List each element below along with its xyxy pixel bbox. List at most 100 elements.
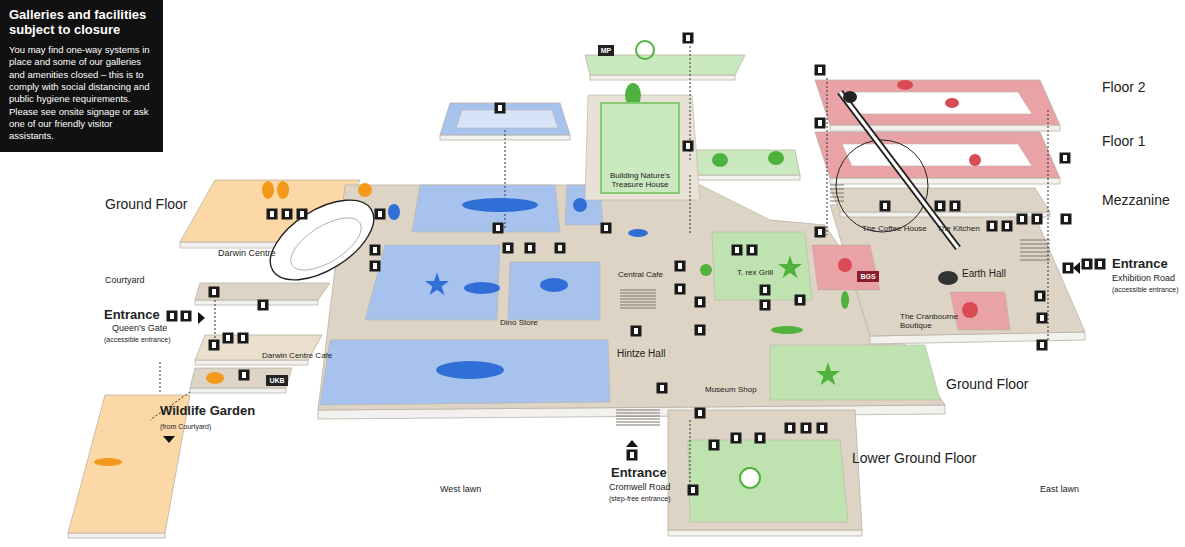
- node-heading: Galleries and facilities subject to clos…: [9, 8, 154, 38]
- node-heading: MP: [601, 47, 612, 54]
- facility-icon-mark: [1020, 216, 1024, 222]
- map-label: Ground Floor: [105, 196, 187, 212]
- lizard-figure: [628, 229, 648, 237]
- facility-icon: [375, 209, 386, 220]
- facility-icon: [731, 433, 742, 444]
- node-heading: UKB: [269, 377, 284, 384]
- facility-icon: [657, 383, 668, 394]
- facility-icon: [493, 223, 504, 234]
- blue-zone-gallery: [320, 340, 610, 405]
- facility-icon-mark: [763, 302, 767, 308]
- map-label: Central Cafe: [618, 270, 663, 279]
- bird-figure: [841, 291, 849, 309]
- floor-1-void: [842, 144, 1032, 166]
- blue-zone-gallery: [412, 185, 560, 232]
- facility-icon: [1032, 214, 1043, 225]
- facility-icon-mark: [990, 223, 994, 229]
- map-label: Floor 1: [1102, 133, 1146, 149]
- facility-icon-mark: [798, 297, 802, 303]
- facility-icon: [688, 485, 699, 496]
- gallery-star: [816, 362, 840, 385]
- upper-gallery-void: [456, 110, 558, 128]
- facility-icon-mark: [1035, 216, 1039, 222]
- map-label: Hintze Hall: [617, 348, 665, 360]
- facility-icon: [709, 440, 720, 451]
- floor-2-slab: [815, 80, 1060, 125]
- facility-icon-mark: [300, 211, 304, 217]
- facility-icon: [987, 221, 998, 232]
- facility-icon: [209, 340, 220, 351]
- lift-shaft-line: [690, 175, 691, 235]
- facility-icon: [555, 243, 566, 254]
- dinosaur-figure: [436, 361, 504, 379]
- facility-icon: [1095, 259, 1106, 270]
- map-label: West lawn: [440, 484, 481, 494]
- facility-icon-mark: [698, 299, 702, 305]
- mp-level-slab: [585, 55, 745, 75]
- hintze-stairs: [620, 299, 656, 300]
- gallery-star: [425, 272, 449, 295]
- notice-box: Galleries and facilities subject to clos…: [0, 0, 163, 152]
- slab-side: [668, 530, 862, 536]
- skull-figure: [962, 302, 978, 318]
- facility-icon-mark: [1064, 216, 1068, 222]
- lift-shaft-line: [505, 130, 506, 230]
- facility-icon: [815, 227, 826, 238]
- facility-icon: [1060, 153, 1071, 164]
- facility-icon: [1037, 340, 1048, 351]
- facility-icon: [801, 423, 812, 434]
- facility-icon: [370, 245, 381, 256]
- facility-icon: [370, 261, 381, 272]
- lift-shaft-line: [827, 78, 828, 235]
- map-label: Ground Floor: [946, 376, 1028, 392]
- east-stairs: [1020, 256, 1050, 257]
- east-stairs: [1020, 240, 1050, 241]
- facility-icon: [223, 333, 234, 344]
- facility-icon: [209, 287, 220, 298]
- east-stairs: [1020, 248, 1050, 249]
- facility-icon-mark: [496, 225, 500, 231]
- map-label: (from Courtyard): [160, 423, 211, 431]
- east-stairs: [1020, 252, 1050, 253]
- map-label: Cromwell Road: [609, 482, 671, 492]
- facility-icon: [267, 209, 278, 220]
- crystal-figure: [712, 153, 728, 167]
- dragonfly-figure: [94, 458, 122, 466]
- facility-icon-mark: [1085, 261, 1089, 267]
- ammonite-figure: [838, 258, 852, 272]
- mezzanine-stairs: [830, 189, 844, 190]
- facility-icon-mark: [630, 452, 634, 458]
- facility-icon-mark: [750, 247, 754, 253]
- map-label: The Coffee House: [862, 224, 927, 233]
- painting-figure: [388, 204, 400, 220]
- facility-icon: [795, 295, 806, 306]
- facility-icon-mark: [691, 487, 695, 493]
- mezzanine-slab: [830, 188, 1050, 212]
- lower-ground-slab: [668, 410, 862, 530]
- gallery-star: [778, 255, 802, 278]
- hintze-stairs: [620, 305, 656, 306]
- orange-dome-figure: [206, 372, 224, 384]
- facility-icon-mark: [378, 211, 382, 217]
- map-label: East lawn: [1040, 484, 1079, 494]
- entrance-arrow: [626, 440, 638, 447]
- map-label: Museum Shop: [705, 385, 757, 394]
- ukb-slab: [190, 368, 292, 388]
- facility-icon: [815, 65, 826, 76]
- entrance-arrow: [1073, 262, 1080, 274]
- facility-icon: [1002, 221, 1013, 232]
- earth-sphere: [938, 271, 958, 285]
- facility-icon-mark: [1038, 293, 1042, 299]
- map-label: Wildlife Garden: [160, 404, 255, 419]
- clock-figure: [969, 154, 981, 166]
- blue-zone-gallery: [365, 245, 500, 320]
- map-label: Courtyard: [105, 275, 145, 285]
- facility-icon-mark: [883, 203, 887, 209]
- facility-icon: [760, 285, 771, 296]
- cromwell-steps: [616, 413, 660, 414]
- hintze-stairs: [620, 293, 656, 294]
- facility-icon-mark: [953, 203, 957, 209]
- facility-icon: [258, 300, 269, 311]
- facility-icon-mark: [1005, 223, 1009, 229]
- facility-icon: [503, 243, 514, 254]
